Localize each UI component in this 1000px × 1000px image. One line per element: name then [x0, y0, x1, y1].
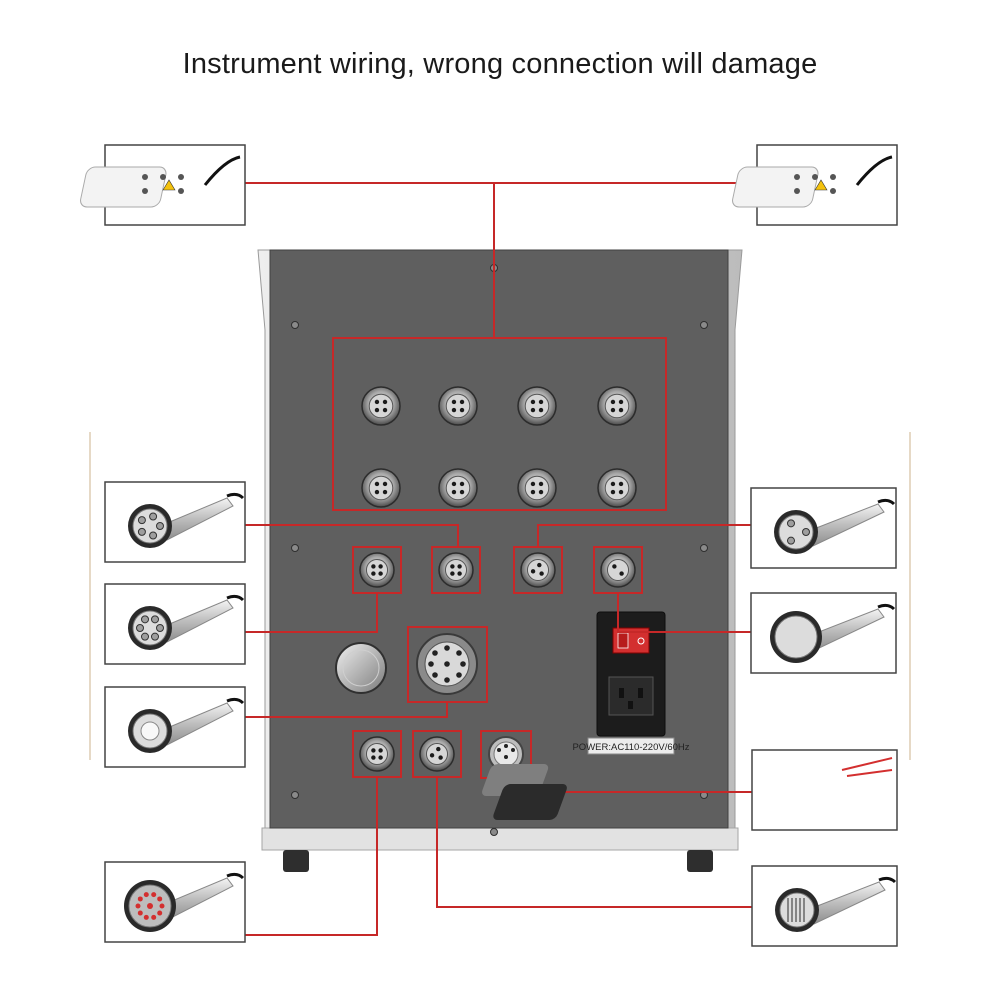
wire — [245, 702, 448, 718]
aviation-connector[interactable] — [438, 386, 478, 426]
rf-probe-6-pin-icon — [104, 583, 246, 665]
aviation-connector[interactable] — [517, 386, 557, 426]
adjustment-knob[interactable] — [335, 642, 387, 694]
aviation-connector[interactable] — [517, 468, 557, 508]
diagram-title: Instrument wiring, wrong connection will… — [182, 48, 818, 80]
aviation-connector[interactable] — [431, 546, 481, 594]
wire — [537, 524, 757, 547]
aviation-connector[interactable] — [361, 468, 401, 508]
power-inlet[interactable] — [608, 676, 654, 716]
power-rating-label: POWER:AC110-220V/60Hz — [572, 742, 689, 753]
wire — [245, 593, 378, 633]
wire — [245, 777, 378, 936]
vacuum-probe-icon — [751, 865, 898, 947]
machine-foot — [687, 850, 713, 872]
led-photon-probe-icon — [104, 861, 246, 943]
aviation-connector[interactable] — [361, 386, 401, 426]
large-socket[interactable] — [407, 626, 488, 703]
wire — [245, 524, 459, 547]
aviation-connector[interactable] — [438, 468, 478, 508]
aviation-connector[interactable] — [412, 730, 462, 778]
laser-pad-top-left-icon — [80, 144, 246, 226]
laser-pad-top-right-icon — [732, 144, 898, 226]
ems-electrode-pads-icon — [482, 749, 898, 831]
cavitation-probe-small-icon — [104, 686, 246, 768]
wire — [436, 777, 757, 908]
machine-foot — [283, 850, 309, 872]
rf-probe-tripolar-icon — [750, 487, 897, 569]
aviation-connector[interactable] — [597, 468, 637, 508]
din-socket[interactable] — [480, 730, 532, 779]
connector-group-frame — [332, 337, 667, 511]
connector-row-bottom — [352, 730, 462, 778]
rf-probe-5-pin-icon — [104, 481, 246, 563]
connector-row-middle — [352, 546, 643, 594]
wire — [617, 593, 757, 633]
connector-group-8 — [361, 386, 637, 508]
accessory-images — [80, 144, 898, 947]
aviation-connector[interactable] — [597, 386, 637, 426]
cavitation-probe-large-icon — [750, 592, 897, 674]
